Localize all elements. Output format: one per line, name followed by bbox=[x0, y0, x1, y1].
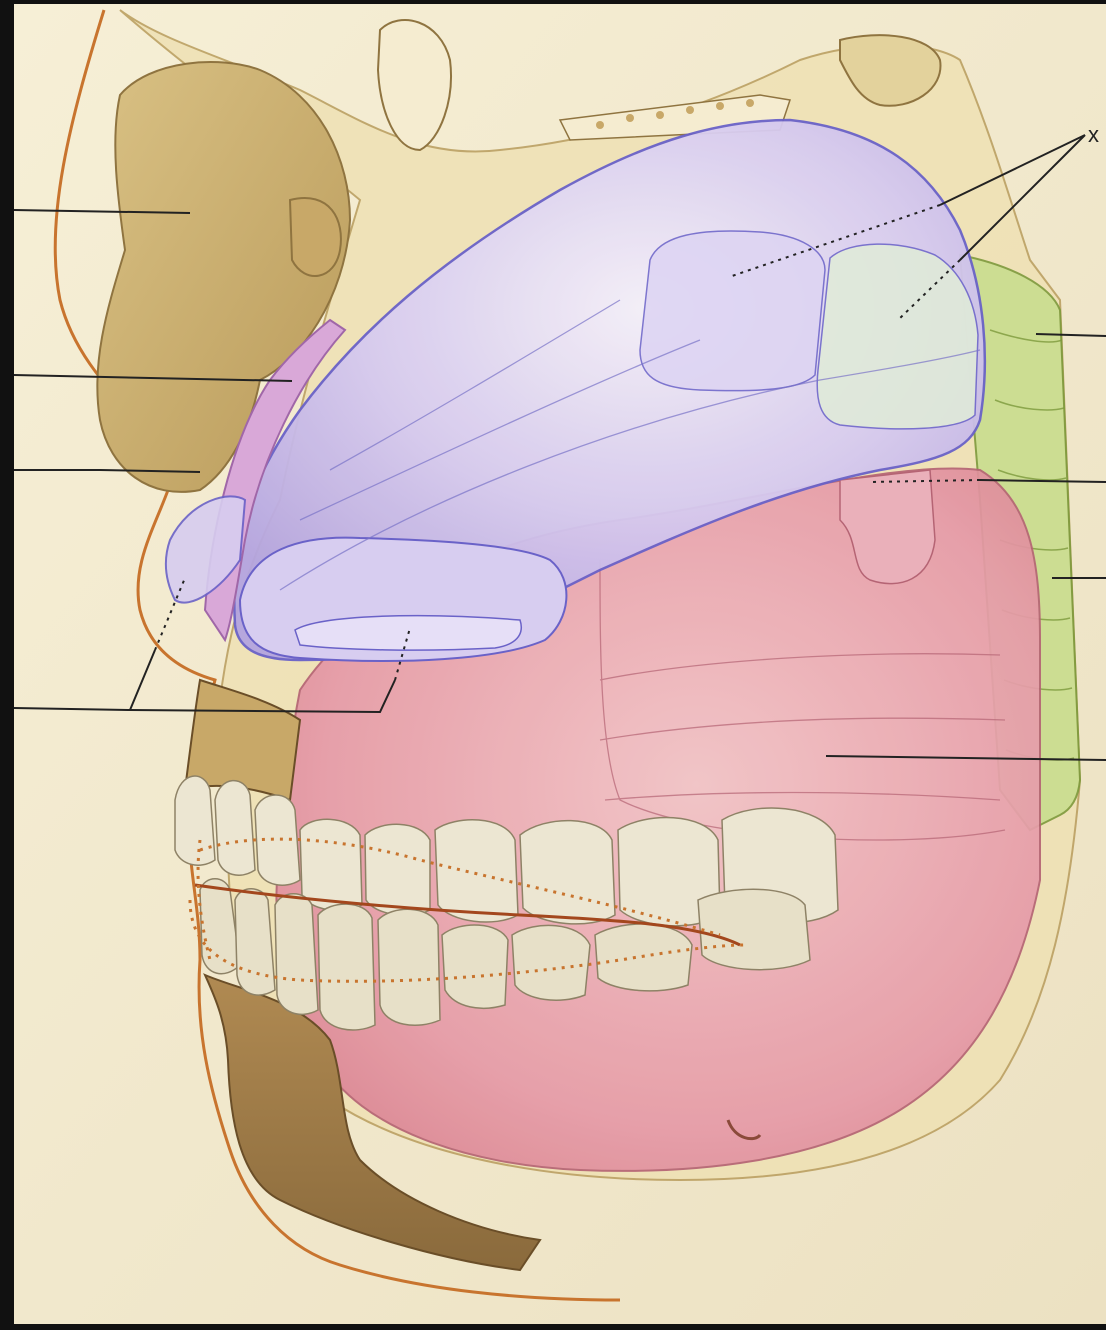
top-right-marker: x bbox=[1088, 122, 1099, 147]
sphenoid-sinus-anterior bbox=[640, 231, 825, 391]
sphenoid-sinus-posterior bbox=[817, 244, 978, 429]
